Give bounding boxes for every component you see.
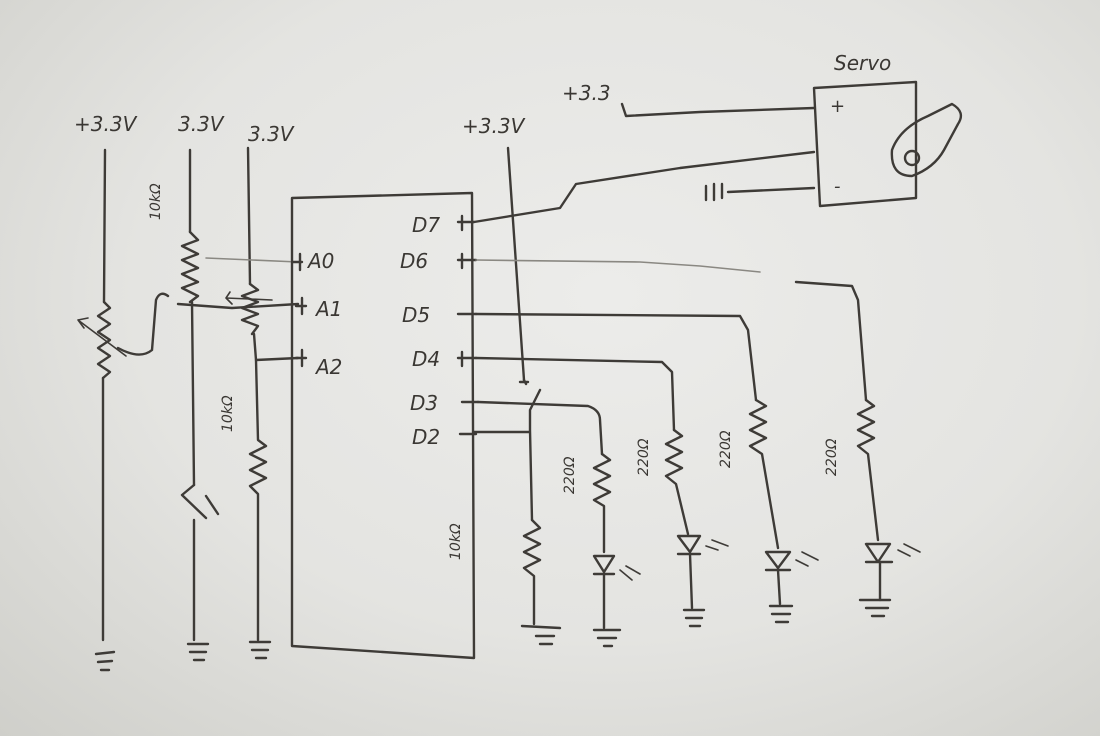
ground-symbol-2: [186, 642, 210, 662]
servo-ground-wire: [726, 186, 816, 194]
microcontroller-outline: [290, 191, 476, 660]
ground-symbol-8: [858, 598, 892, 618]
potentiometer-1: [96, 300, 112, 380]
a2-stub: [294, 348, 308, 368]
pin-label-d4: D4: [412, 347, 440, 371]
servo-minus-label: -: [834, 176, 841, 197]
resistor-a2: [248, 358, 268, 642]
d6-wire: [475, 259, 761, 273]
resistor-transistor: [522, 518, 542, 626]
pin-label-a0: A0: [306, 249, 334, 273]
servo-power-wire: [620, 102, 816, 118]
rail-1-wiper: [116, 292, 170, 356]
potentiometer-3: [240, 282, 260, 336]
d7-to-servo-wire: [472, 150, 816, 224]
potentiometer-2: [180, 230, 200, 304]
d5-wire: [474, 312, 758, 402]
d6-wire-end: [794, 280, 868, 402]
pin-label-a1: A1: [314, 297, 342, 321]
pin-label-d2: D2: [412, 425, 440, 449]
rail-2-lower: [190, 300, 196, 487]
resistor-label-a1: 10kΩ: [220, 395, 236, 432]
d7-stub: [456, 214, 476, 232]
rail-4-wire: [506, 146, 526, 382]
pushbutton-switch: [180, 483, 220, 642]
resistor-d3: [592, 452, 612, 554]
potentiometer-3-arrow: [225, 291, 273, 305]
pin-label-d3: D3: [410, 391, 438, 415]
d3-wire: [476, 400, 604, 456]
pin-label-a2: A2: [314, 355, 342, 379]
supply-label-4: +3.3V: [462, 114, 526, 138]
led-d4-rays: [705, 539, 729, 551]
resistor-label-pot: 10kΩ: [148, 183, 164, 220]
resistor-label-d6: 220Ω: [824, 438, 840, 476]
resistor-label-transistor: 10kΩ: [448, 523, 464, 560]
supply-label-3: 3.3V: [248, 122, 295, 146]
servo-title: Servo: [834, 51, 891, 75]
led-d4: [676, 534, 702, 610]
ground-symbol-7: [768, 604, 794, 624]
rail-1-wire: [102, 148, 107, 304]
servo-horn: [890, 102, 963, 178]
servo-plus-label: +: [830, 96, 845, 117]
supply-label-1: +3.3V: [74, 112, 138, 136]
rail-3-wire: [246, 146, 252, 286]
a0-stub: [290, 252, 304, 272]
rail-4-bend: [518, 378, 530, 386]
led-d5-rays: [795, 551, 819, 567]
supply-label-2: 3.3V: [178, 112, 225, 136]
d6-stub: [456, 252, 478, 270]
ground-symbol-6: [682, 608, 706, 628]
resistor-label-d5: 220Ω: [718, 430, 734, 468]
transistor: [472, 388, 542, 522]
resistor-d5: [748, 398, 780, 550]
ground-symbol-1: [94, 650, 116, 672]
d4-stub: [456, 350, 478, 368]
servo-supply-label: +3.3: [562, 81, 611, 105]
resistor-d4: [664, 428, 690, 536]
a1-stub: [294, 296, 308, 316]
ground-symbol-3: [248, 640, 272, 660]
led-d6-rays: [897, 543, 921, 557]
led-d3: [592, 554, 616, 630]
led-d5: [764, 550, 792, 606]
pin-label-d5: D5: [402, 303, 430, 327]
resistor-d6: [856, 398, 880, 542]
a0-wire: [205, 257, 299, 263]
d4-wire: [474, 356, 676, 432]
servo-body: [812, 80, 918, 208]
ground-symbol-5: [592, 628, 622, 648]
ground-symbol-4: [520, 624, 562, 646]
led-d6: [864, 542, 894, 602]
led-d3-rays: [619, 565, 641, 581]
resistor-label-d3: 220Ω: [562, 456, 578, 494]
pin-label-d7: D7: [412, 213, 440, 237]
pin-label-d6: D6: [400, 249, 428, 273]
rail-2-to-a1: [176, 302, 300, 310]
potentiometer-1-arrow: [77, 317, 127, 357]
servo-ground-symbol: [704, 182, 724, 202]
resistor-label-d4: 220Ω: [636, 438, 652, 476]
